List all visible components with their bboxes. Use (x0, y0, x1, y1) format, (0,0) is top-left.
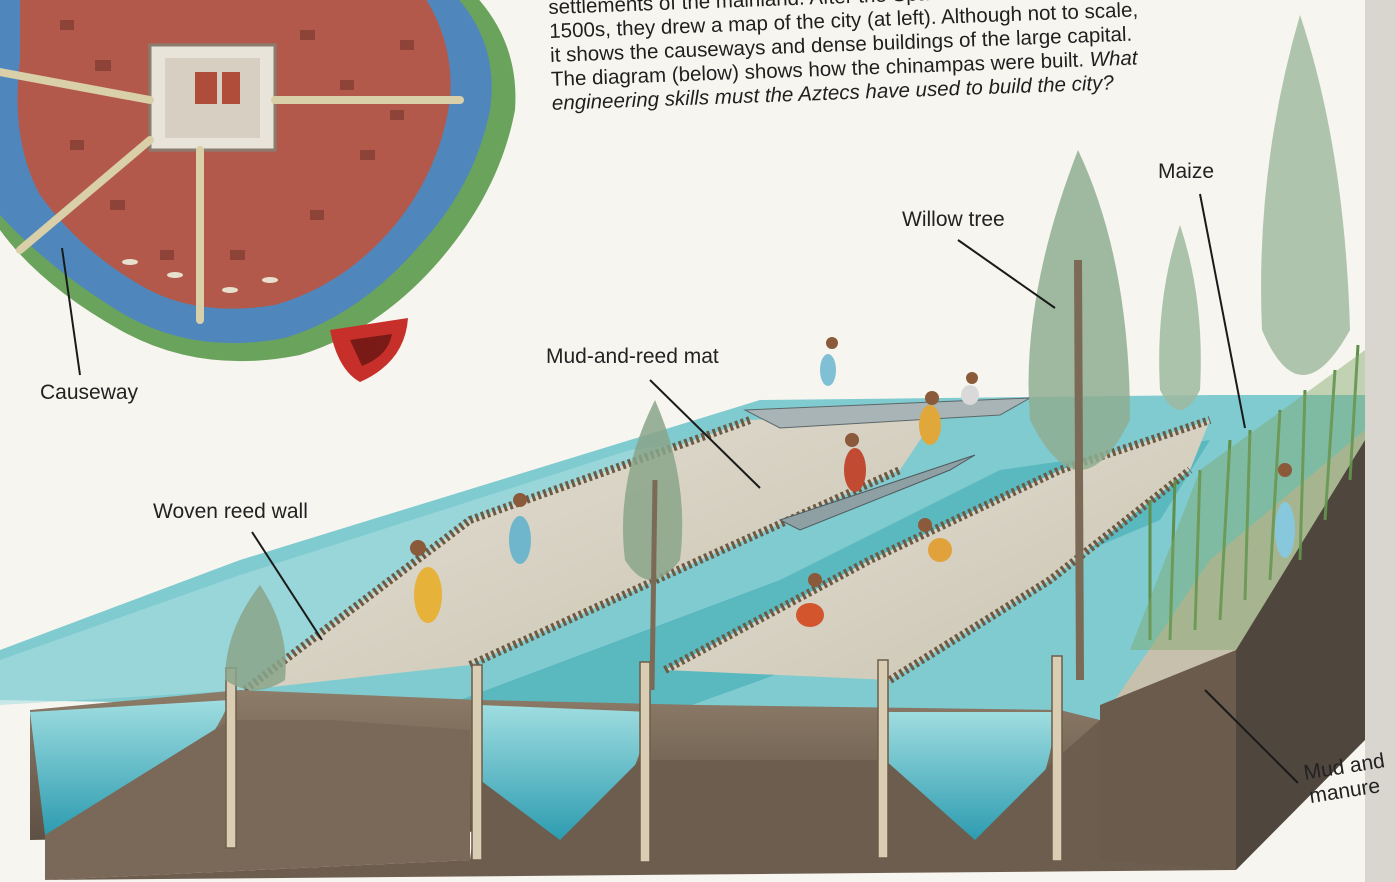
maize-label: Maize (1158, 160, 1214, 184)
woven-reed-wall-label: Woven reed wall (153, 500, 308, 524)
causeway-label: Causeway (40, 381, 138, 405)
mud-reed-mat-label: Mud-and-reed mat (546, 345, 719, 369)
willow-tree-label: Willow tree (902, 208, 1005, 232)
caption-question-start: What (1089, 46, 1138, 71)
